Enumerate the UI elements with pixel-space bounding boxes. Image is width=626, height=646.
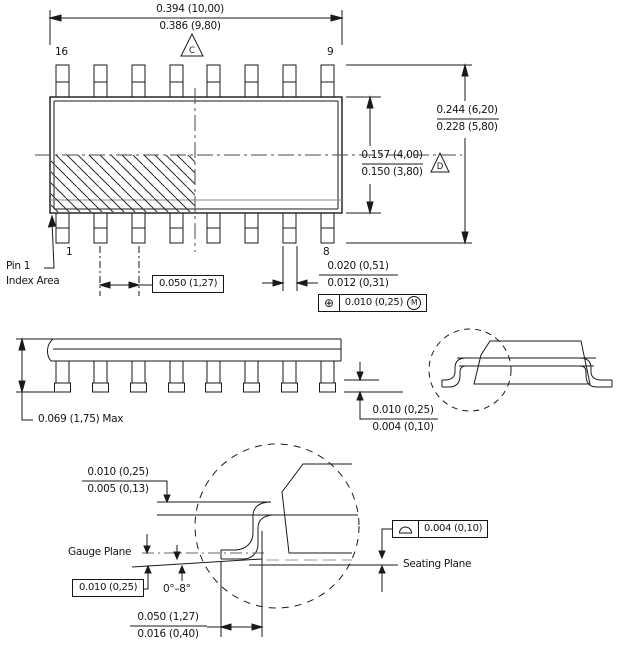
dim-lead-thickness-max: 0.010 (0,25) [87,466,149,478]
dim-standoff-max: 0.010 (0,25) [372,404,434,416]
position-tolerance-value: 0.010 (0,25) M [338,295,426,311]
gauge-plane-label: Gauge Plane [68,546,132,558]
side-view [16,337,438,421]
dim-span-max: 0.244 (6,20) [436,104,498,116]
pin1-label: Pin 1 [6,260,31,272]
seating-plane-label: Seating Plane [403,558,472,570]
lead-detail [82,443,398,637]
dim-standoff-min: 0.004 (0,10) [372,421,434,433]
dim-gauge-offset-box: 0.010 (0,25) [72,579,145,597]
position-symbol-icon: ⊕ [324,296,334,310]
dim-body-max: 0.157 (4,00) [361,149,423,161]
lead-angle-range: 0°–8° [163,583,191,595]
pin-number-16: 16 [55,46,68,58]
pin-number-8: 8 [323,246,330,258]
dim-width-min: 0.386 (9,80) [159,20,221,32]
dim-width-max: 0.394 (10,00) [156,3,224,15]
dim-foot-length-min: 0.016 (0,40) [137,628,199,640]
pin-number-1: 1 [66,246,73,258]
revision-triangle-c-label: C [189,46,195,56]
dim-lead-width-max: 0.020 (0,51) [327,260,389,272]
position-tolerance-text: 0.010 (0,25) [344,297,404,308]
revision-triangle-d-label: D [437,162,444,172]
dim-height-max: 0.069 (1,75) Max [38,413,124,425]
dim-body-min: 0.150 (3,80) [361,166,423,178]
seating-plane-flatness-icon [393,521,418,537]
end-view [428,328,613,412]
dim-foot-length-max: 0.050 (1,27) [137,611,199,623]
dim-lead-width-min: 0.012 (0,31) [327,277,389,289]
seating-flatness-frame: 0.004 (0,10) [392,520,489,538]
dim-span-min: 0.228 (5,80) [436,121,498,133]
position-tolerance-frame: ⊕ 0.010 (0,25) M [318,294,428,312]
index-area-label: Index Area [6,275,60,287]
top-view [35,10,499,296]
dim-pitch-box: 0.050 (1,27) [152,275,225,293]
pin-number-9: 9 [327,46,334,58]
dim-lead-thickness-min: 0.005 (0,13) [87,483,149,495]
seating-flatness-value: 0.004 (0,10) [418,521,487,537]
mmc-modifier-icon: M [407,296,422,310]
pin1-index-hatch [51,155,195,212]
